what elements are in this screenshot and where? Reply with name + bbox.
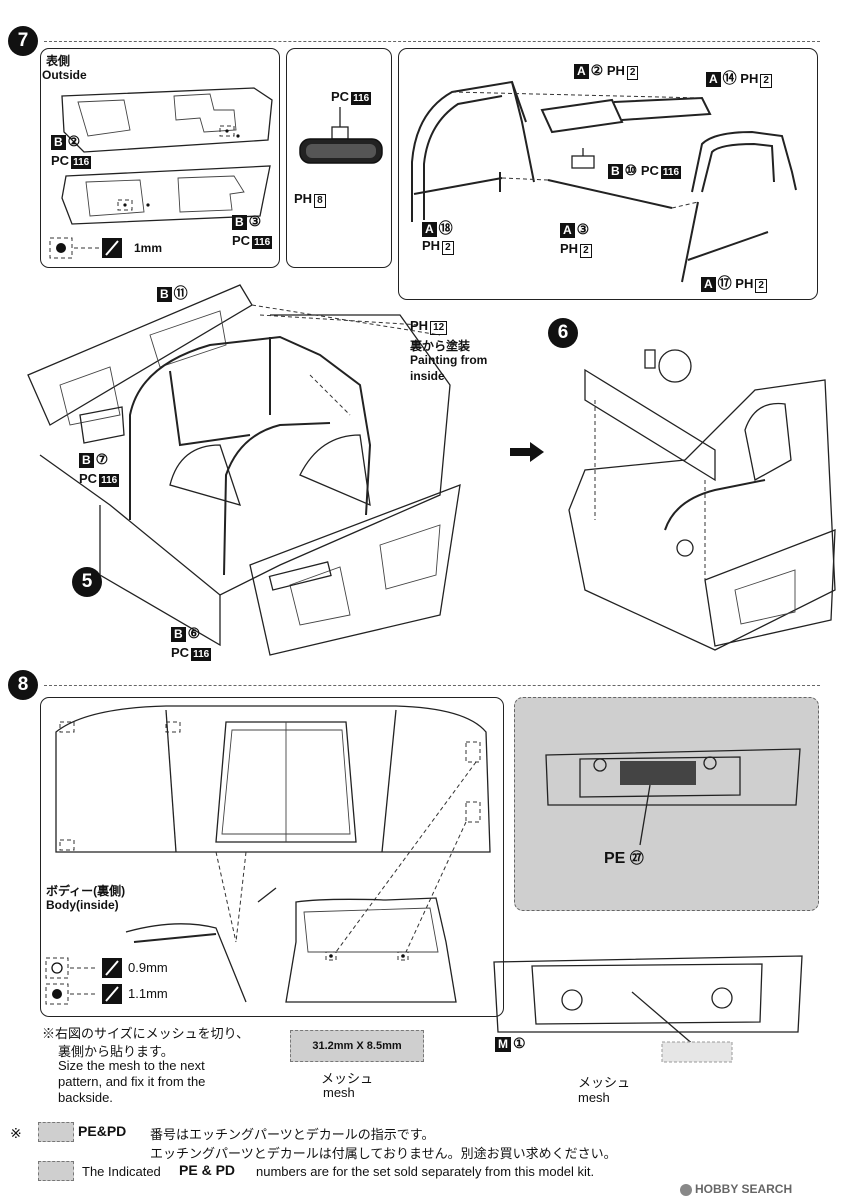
bumper-pe-drawing (545, 748, 801, 846)
next-arrow-icon (510, 442, 544, 462)
body-inside-en: Body(inside) (46, 898, 119, 912)
note-jp-1: ※右図のサイズにメッシュを切り、 (42, 1026, 250, 1041)
note-en-1: Size the mesh to the next (58, 1058, 205, 1073)
mirror-drawing (299, 107, 383, 164)
mesh2-jp: メッシュ (578, 1075, 631, 1090)
footer-pe-pd-2: PE & PD (179, 1162, 236, 1178)
outside-label-en: Outside (42, 68, 87, 82)
footer-mark: ※ (10, 1125, 22, 1141)
paint-label-en-2: inside (410, 369, 445, 383)
step-7-badge: 7 (8, 26, 38, 56)
watermark: HOBBY SEARCH (680, 1182, 792, 1196)
drill-11-size: 1.1mm (128, 986, 168, 1001)
drill-legend-09 (45, 957, 122, 979)
roll-cage-drawing (411, 80, 797, 283)
step-7-divider (44, 41, 820, 42)
footer-line-2: エッチングパーツとデカールは付属しておりません。別途お買い求めください。 (150, 1146, 617, 1161)
bumper-mesh-drawing (493, 955, 803, 1063)
footer-line-3-post: numbers are for the set sold separately … (256, 1164, 595, 1179)
mesh2-en: mesh (578, 1090, 610, 1105)
mesh-jp: メッシュ (321, 1071, 374, 1086)
sub-step-5-badge: 5 (72, 567, 102, 597)
note-en-2: pattern, and fix it from the (58, 1074, 206, 1089)
footer-line-1: 番号はエッチングパーツとデカールの指示です。 (150, 1127, 435, 1142)
watermark-icon (680, 1183, 692, 1196)
drill-legend-size: 1mm (134, 241, 163, 255)
drill-legend (49, 237, 122, 259)
body-inside-jp: ボディー(裏側) (46, 884, 126, 898)
mesh-en: mesh (323, 1085, 355, 1100)
footer-swatch-2 (38, 1161, 74, 1181)
mesh-size-swatch: 31.2mm X 8.5mm (290, 1030, 424, 1062)
drill-09-size: 0.9mm (128, 960, 168, 975)
footer-pe-pd-1: PE&PD (78, 1123, 127, 1139)
step-8-divider (44, 685, 820, 686)
dashboard-assembly-drawing (568, 349, 836, 651)
interior-assembly-drawing (27, 284, 461, 656)
paint-label-jp: 裏から塗装 (410, 339, 471, 353)
note-jp-2: 裏側から貼ります。 (58, 1044, 174, 1059)
outside-label-jp: 表側 (46, 54, 71, 68)
step-8-badge: 8 (8, 670, 38, 700)
footer-line-3-pre: The Indicated (82, 1164, 161, 1179)
door-panels-drawing (61, 87, 273, 225)
body-inside-drawing (55, 705, 491, 1003)
paint-label-en-1: Painting from (410, 353, 488, 367)
part-pe27-label: PE ㉗ (604, 850, 644, 867)
note-en-3: backside. (58, 1090, 113, 1105)
pe27-box (514, 697, 819, 911)
drill-legend-11 (45, 983, 122, 1005)
footer-swatch-1 (38, 1122, 74, 1142)
sub-step-6-badge: 6 (548, 318, 578, 348)
